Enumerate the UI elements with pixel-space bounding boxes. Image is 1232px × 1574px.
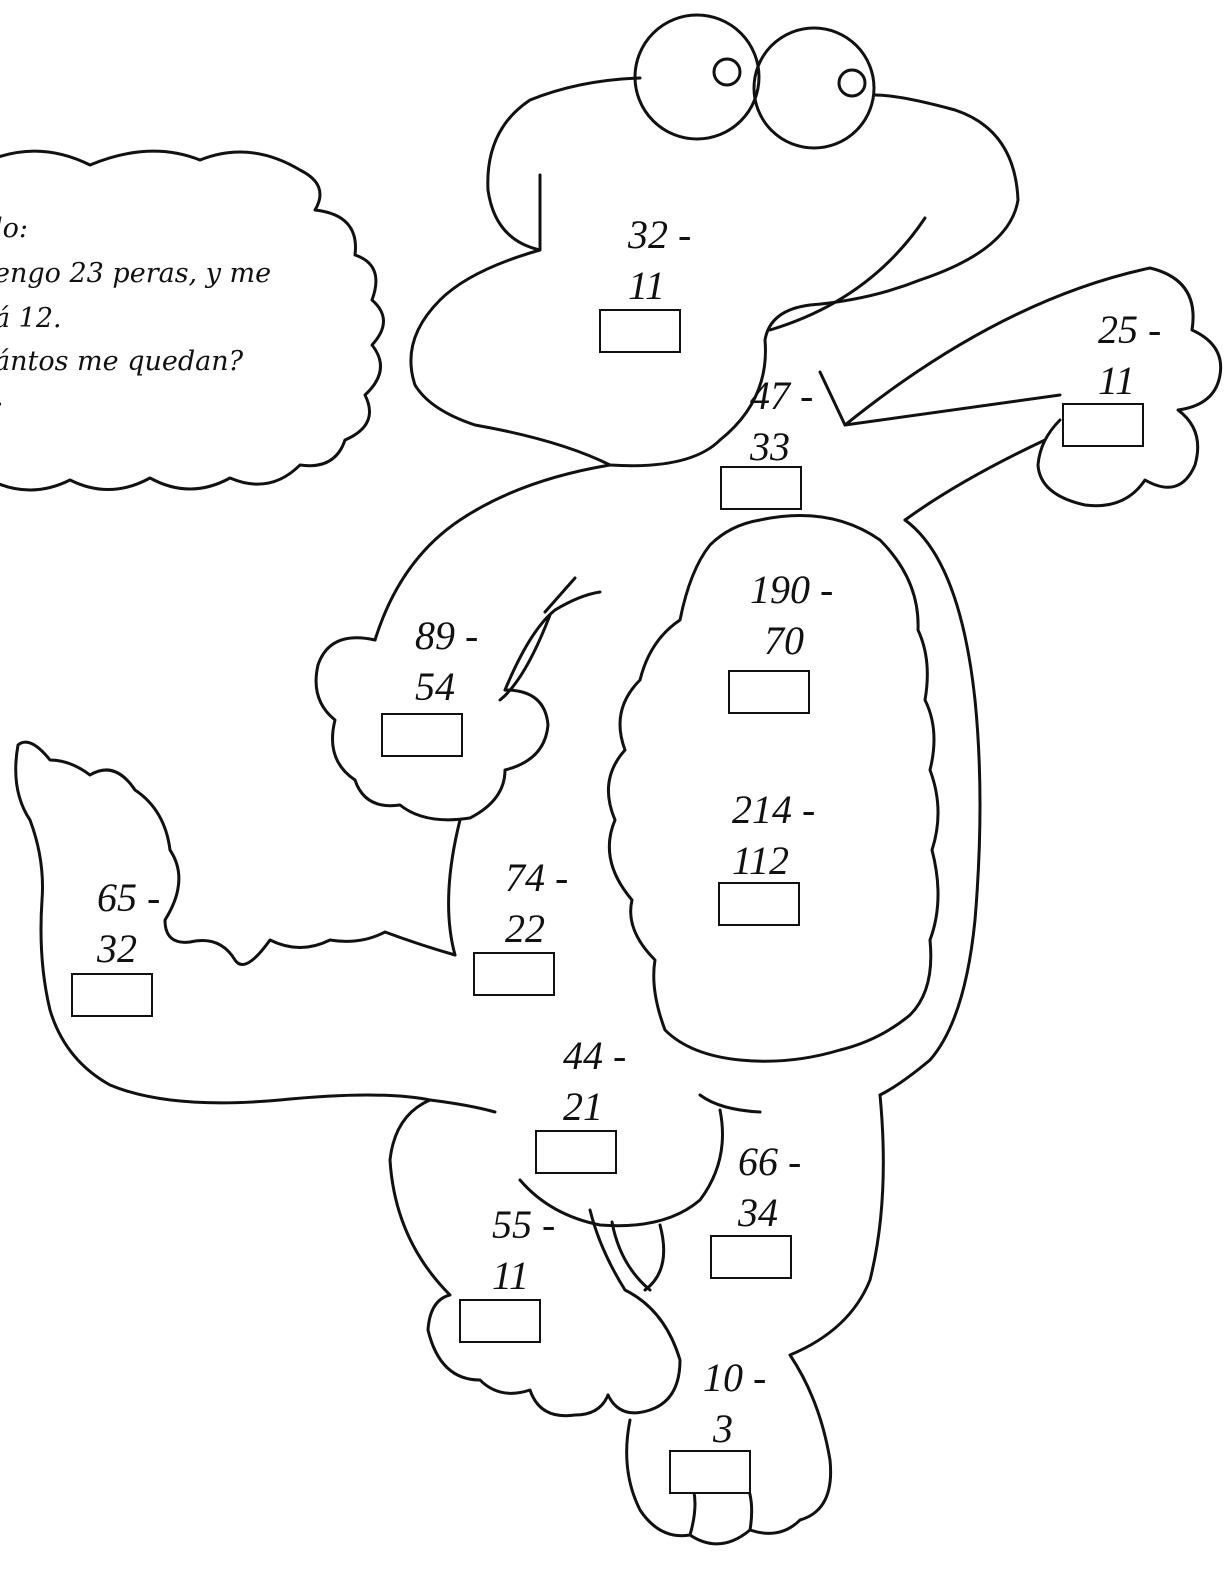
right-arm-lower bbox=[903, 438, 1047, 522]
problem-1: 32 - 11 bbox=[628, 215, 691, 306]
problem-3-subtrahend: 33 bbox=[750, 424, 790, 469]
problem-12: 10 - 3 bbox=[703, 1358, 766, 1449]
left-pupil bbox=[712, 57, 742, 87]
bubble-text-line5: : bbox=[0, 392, 3, 419]
problem-7-subtrahend: 22 bbox=[505, 906, 545, 951]
problem-4-operator: - bbox=[820, 567, 834, 612]
problem-10-operator: - bbox=[788, 1139, 802, 1184]
problem-2-operator: - bbox=[1148, 307, 1162, 352]
right-pupil bbox=[837, 68, 867, 98]
answer-box-8[interactable] bbox=[71, 973, 153, 1017]
problem-7-minuend: 74 bbox=[505, 855, 545, 900]
speech-cloud bbox=[0, 149, 385, 492]
problem-11-subtrahend: 11 bbox=[492, 1253, 530, 1298]
problem-3-operator: - bbox=[800, 373, 814, 418]
problem-1-subtrahend: 11 bbox=[628, 263, 666, 308]
problem-1-operator: - bbox=[678, 212, 692, 257]
belly-outline bbox=[607, 514, 940, 1063]
problem-3-minuend: 47 bbox=[750, 373, 790, 418]
problem-5-operator: - bbox=[465, 613, 479, 658]
problem-9-subtrahend: 21 bbox=[563, 1084, 603, 1129]
problem-10: 66 - 34 bbox=[738, 1142, 801, 1233]
problem-4-minuend: 190 bbox=[750, 567, 810, 612]
problem-5: 89 - 54 bbox=[415, 616, 478, 707]
answer-box-5[interactable] bbox=[381, 713, 463, 757]
problem-6-subtrahend: 112 bbox=[732, 838, 790, 883]
problem-12-minuend: 10 bbox=[703, 1355, 743, 1400]
body-right-outline bbox=[878, 518, 982, 1097]
left-foot-toes bbox=[588, 1208, 682, 1415]
answer-box-4[interactable] bbox=[728, 670, 810, 714]
problem-8-subtrahend: 32 bbox=[97, 926, 137, 971]
answer-box-3[interactable] bbox=[720, 466, 802, 510]
answer-box-2[interactable] bbox=[1062, 403, 1144, 447]
problem-12-subtrahend: 3 bbox=[713, 1406, 733, 1451]
problem-8-operator: - bbox=[147, 875, 161, 920]
problem-9-minuend: 44 bbox=[563, 1033, 603, 1078]
left-arm bbox=[314, 636, 550, 822]
left-hand-claw bbox=[498, 576, 602, 702]
problem-5-minuend: 89 bbox=[415, 613, 455, 658]
problem-7: 74 - 22 bbox=[505, 858, 568, 949]
answer-box-6[interactable] bbox=[718, 882, 800, 926]
bubble-text-line4: ántos me quedan? bbox=[0, 346, 244, 377]
left-leg bbox=[388, 1098, 610, 1418]
problem-6-operator: - bbox=[802, 787, 816, 832]
bubble-text-line3: á 12. bbox=[0, 303, 62, 334]
tail-lower-edge bbox=[447, 818, 462, 957]
answer-box-9[interactable] bbox=[535, 1130, 617, 1174]
right-eye bbox=[752, 26, 876, 150]
problem-11: 55 - 11 bbox=[492, 1205, 555, 1296]
problem-6-minuend: 214 bbox=[732, 787, 792, 832]
right-leg bbox=[625, 1093, 885, 1546]
answer-box-10[interactable] bbox=[710, 1235, 792, 1279]
answer-box-12[interactable] bbox=[669, 1450, 751, 1494]
problem-5-subtrahend: 54 bbox=[415, 664, 455, 709]
problem-4-subtrahend: 70 bbox=[764, 618, 804, 663]
mouth-line bbox=[768, 216, 927, 332]
neck-outline bbox=[373, 463, 612, 642]
problem-9-operator: - bbox=[613, 1033, 627, 1078]
problem-1-minuend: 32 bbox=[628, 212, 668, 257]
head-outline bbox=[409, 76, 1020, 468]
answer-box-11[interactable] bbox=[459, 1299, 541, 1343]
problem-12-operator: - bbox=[753, 1355, 767, 1400]
problem-2: 25 - 11 bbox=[1098, 310, 1161, 401]
problem-2-subtrahend: 11 bbox=[1098, 358, 1136, 403]
hip-curve bbox=[698, 1093, 762, 1114]
bubble-text-line2: engo 23 peras, y me bbox=[0, 258, 272, 289]
problem-4: 190 - 70 bbox=[750, 570, 833, 661]
belly-lower bbox=[518, 1108, 724, 1228]
right-arm bbox=[843, 266, 1223, 508]
mid-leg bbox=[610, 1220, 666, 1292]
problem-2-minuend: 25 bbox=[1098, 307, 1138, 352]
problem-3: 47 - 33 bbox=[750, 376, 813, 467]
problem-8-minuend: 65 bbox=[97, 875, 137, 920]
problem-9: 44 - 21 bbox=[563, 1036, 626, 1127]
problem-7-operator: - bbox=[555, 855, 569, 900]
answer-box-7[interactable] bbox=[473, 952, 555, 996]
tail-outline bbox=[14, 740, 497, 1114]
problem-8: 65 - 32 bbox=[97, 878, 160, 969]
problem-11-operator: - bbox=[542, 1202, 556, 1247]
jaw-line bbox=[818, 370, 1062, 427]
bubble-text-line1: lo: bbox=[0, 213, 28, 244]
answer-box-1[interactable] bbox=[599, 309, 681, 353]
problem-10-minuend: 66 bbox=[738, 1139, 778, 1184]
problem-10-subtrahend: 34 bbox=[738, 1190, 778, 1235]
problem-11-minuend: 55 bbox=[492, 1202, 532, 1247]
problem-6: 214 - 112 bbox=[732, 790, 815, 881]
